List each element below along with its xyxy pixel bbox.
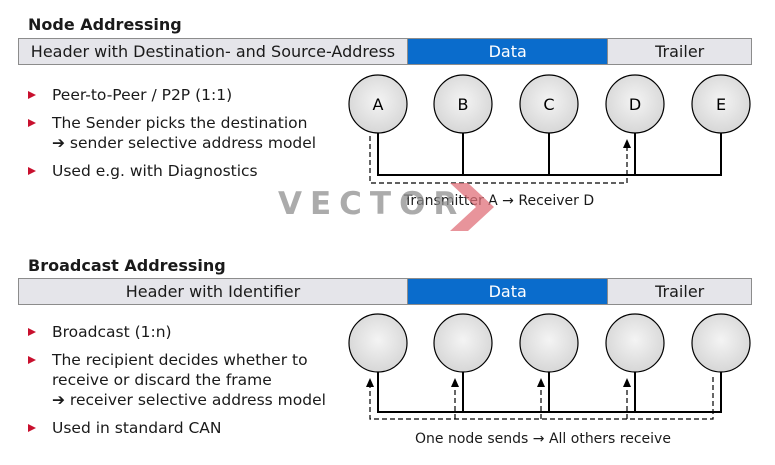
node-addressing-bus (377, 133, 722, 176)
node-bullet-list: Peer-to-Peer / P2P (1:1) The Sender pick… (28, 85, 316, 181)
broadcast-frame-header: Header with Identifier (19, 279, 408, 304)
dashed-path (369, 377, 714, 420)
node-label: B (458, 95, 469, 114)
broadcast-caption: One node sends → All others receive (415, 431, 671, 447)
bullet-item: Used e.g. with Diagnostics (28, 161, 316, 181)
bullet-item: Used in standard CAN (28, 418, 326, 438)
node-b: B (433, 74, 493, 134)
node-a: A (348, 74, 408, 134)
broadcast-node-circles (348, 313, 751, 373)
node-circle (433, 313, 493, 373)
bullet-text: Broadcast (1:n) (52, 323, 172, 341)
bullet-text: Used in standard CAN (52, 419, 222, 437)
bullet-text: The recipient decides whether to (52, 351, 308, 369)
bullet-item: The recipient decides whether to receive… (28, 350, 326, 410)
bullet-triangle-icon (28, 91, 36, 99)
node-c: C (519, 74, 579, 134)
arrowhead-icon (623, 378, 631, 387)
node-label: C (543, 95, 554, 114)
node-circles: A B C D E (348, 74, 751, 134)
bullet-item: Broadcast (1:n) (28, 322, 326, 342)
node-label: E (716, 95, 726, 114)
node-circle (605, 313, 665, 373)
broadcast-addressing-title: Broadcast Addressing (28, 256, 226, 275)
bullet-text: The Sender picks the destination (52, 114, 308, 132)
bullet-triangle-icon (28, 424, 36, 432)
broadcast-bus (377, 372, 722, 413)
node-d: D (605, 74, 665, 134)
vector-logo-chevron-icon (450, 183, 494, 231)
p2p-caption: Transmitter A → Receiver D (403, 193, 594, 209)
arrowhead-icon (623, 139, 631, 148)
bullet-text: Peer-to-Peer / P2P (1:1) (52, 86, 233, 104)
bullet-triangle-icon (28, 167, 36, 175)
bullet-text: ➔ sender selective address model (52, 134, 317, 152)
broadcast-frame-bar: Header with Identifier Data Trailer (18, 278, 752, 305)
node-frame-bar: Header with Destination- and Source-Addr… (18, 38, 752, 65)
node-e: E (691, 74, 751, 134)
arrowhead-icon (537, 378, 545, 387)
bullet-triangle-icon (28, 119, 36, 127)
broadcast-frame-data: Data (407, 279, 608, 304)
broadcast-frame-trailer: Trailer (607, 279, 751, 304)
node-addressing-title: Node Addressing (28, 15, 182, 34)
bullet-item: Peer-to-Peer / P2P (1:1) (28, 85, 316, 105)
bullet-triangle-icon (28, 356, 36, 364)
node-frame-trailer: Trailer (607, 39, 751, 64)
node-label: A (373, 95, 384, 114)
broadcast-message-path (366, 377, 714, 420)
vector-watermark: VECTOR (278, 186, 466, 222)
bullet-text: ➔ receiver selective address model (52, 391, 326, 409)
node-circle (691, 313, 751, 373)
p2p-message-path (369, 136, 631, 184)
bullet-text: Used e.g. with Diagnostics (52, 162, 258, 180)
arrowhead-icon (451, 378, 459, 387)
arrowhead-icon (366, 378, 374, 387)
bullet-item: The Sender picks the destination ➔ sende… (28, 113, 316, 153)
node-frame-data: Data (407, 39, 608, 64)
node-label: D (629, 95, 641, 114)
dashed-path (369, 136, 628, 184)
bullet-triangle-icon (28, 328, 36, 336)
node-circle (348, 313, 408, 373)
broadcast-bullet-list: Broadcast (1:n) The recipient decides wh… (28, 322, 326, 438)
node-frame-header: Header with Destination- and Source-Addr… (19, 39, 408, 64)
bullet-text: receive or discard the frame (52, 371, 272, 389)
node-circle (519, 313, 579, 373)
